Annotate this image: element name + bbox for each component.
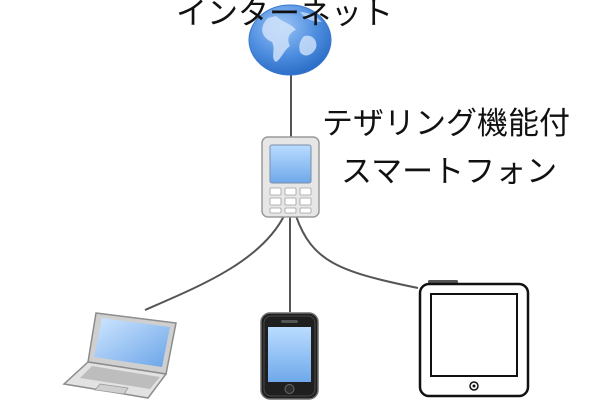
smartphone-icon bbox=[260, 312, 319, 400]
tethering-phone-label-line1: テザリング機能付 bbox=[322, 106, 570, 142]
link-phone-laptop bbox=[144, 215, 285, 311]
tethering-phone-label-line2: スマートフォン bbox=[341, 154, 558, 190]
link-phone-tablet bbox=[295, 215, 419, 289]
internet-label: インターネット bbox=[176, 0, 393, 32]
connections bbox=[144, 72, 419, 312]
feature-phone-icon bbox=[261, 136, 320, 218]
tablet-icon bbox=[418, 280, 530, 398]
laptop-icon bbox=[62, 312, 177, 399]
globe-icon bbox=[248, 4, 332, 76]
